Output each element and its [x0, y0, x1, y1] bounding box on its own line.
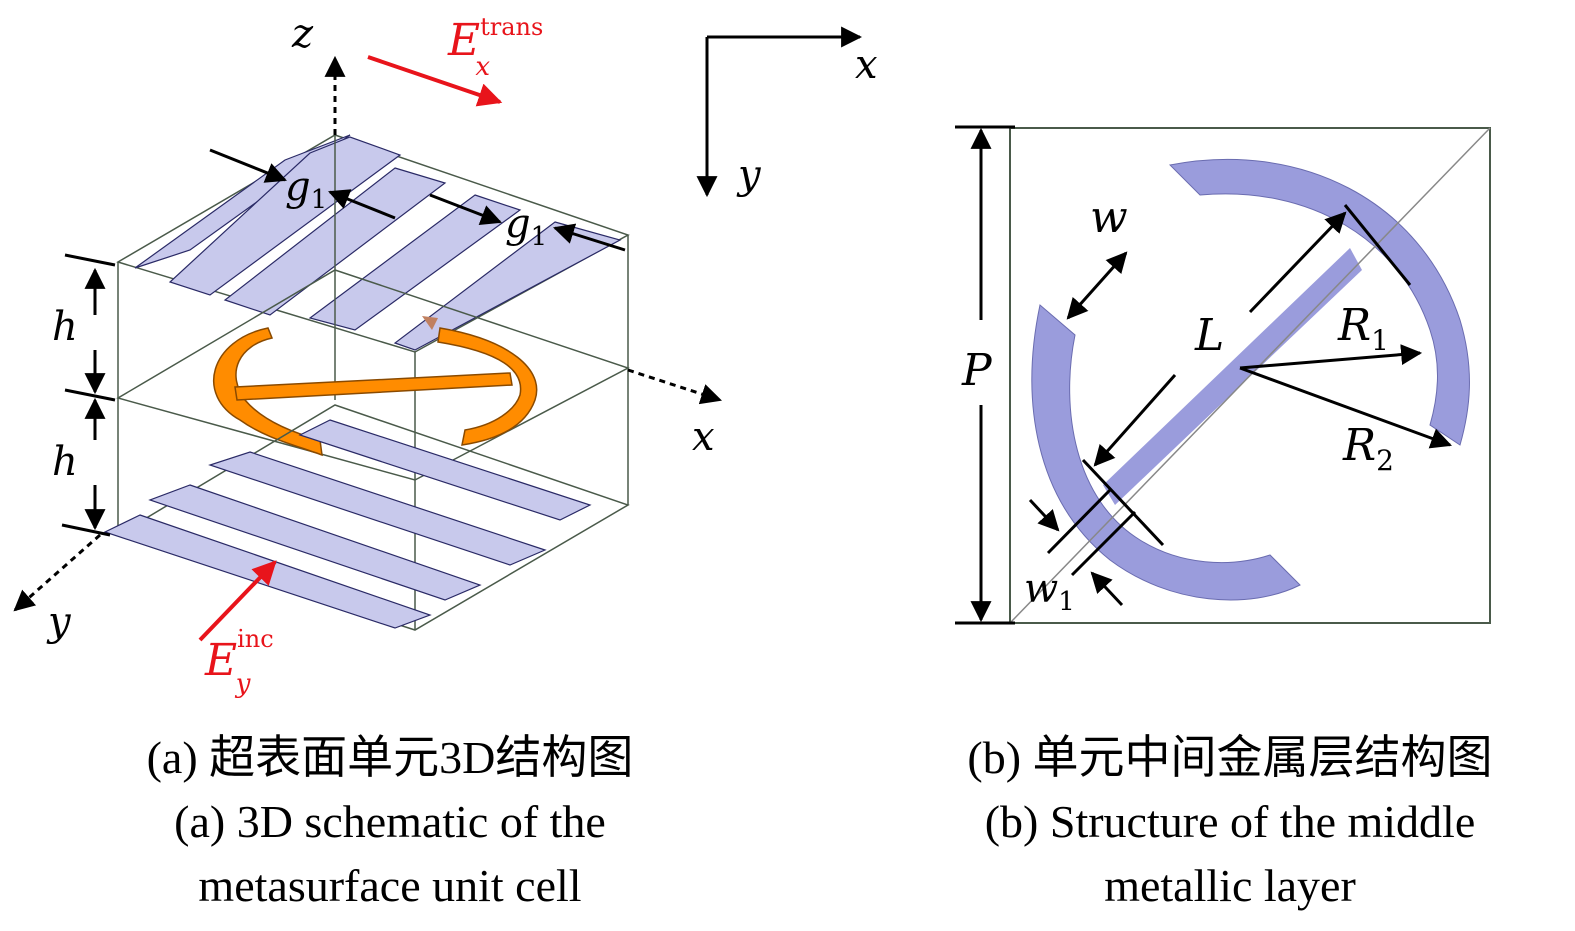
l-label: L [1194, 310, 1224, 361]
resonator-shadow [422, 316, 438, 330]
caption-b-zh: (b) 单元中间金属层结构图 [967, 732, 1493, 783]
transmitted-field-arrow [367, 55, 503, 107]
l-dimension [1081, 204, 1412, 547]
w1-dimension [1028, 488, 1137, 607]
caption-panel-a: (a) 超表面单元3D结构图 (a) 3D schematic of the m… [40, 726, 740, 918]
g1-dimensions [209, 148, 626, 252]
grating-strip [308, 194, 522, 331]
bottom-grating-layer [103, 404, 630, 631]
g1-label-right: g1 [505, 201, 547, 252]
diagonal-guide [1009, 127, 1491, 624]
h-dimensions [61, 253, 116, 537]
r2-label: R2 [1342, 420, 1394, 477]
ring-arc-upper [1168, 158, 1470, 446]
caption-b-en-line2: metallic layer [1104, 860, 1356, 911]
caption-a-en-line1: (a) 3D schematic of the [174, 796, 606, 847]
w-label: w [1090, 192, 1128, 243]
p-label: P [961, 345, 993, 396]
caption-a-en-line2: metasurface unit cell [198, 860, 582, 911]
r2-arrow [1239, 366, 1452, 449]
g1-label-left: g1 [285, 164, 327, 215]
x-axis-2d-label: x [855, 42, 878, 88]
top-grating-layer [116, 134, 630, 353]
diagonal-bar [1103, 248, 1362, 505]
x-axis [627, 368, 722, 405]
axes-3d: z x y [13, 11, 722, 645]
r1-label: R1 [1337, 300, 1389, 357]
grating-strip [393, 221, 622, 351]
p-dimension [955, 125, 1015, 625]
middle-resonator [212, 316, 538, 457]
w-dimension-arrow [1066, 251, 1128, 320]
ring-arc-lower [1031, 304, 1301, 601]
incident-field-arrow [198, 560, 277, 642]
caption-panel-b: (b) 单元中间金属层结构图 (b) Structure of the midd… [880, 726, 1575, 918]
z-axis-label: z [291, 11, 314, 57]
y-axis-2d-label: y [736, 152, 762, 198]
caption-b-en-line1: (b) Structure of the middle [984, 796, 1476, 847]
panel-b-middle-layer: P w L R1 R2 w1 [955, 125, 1491, 625]
grating-strip [208, 451, 547, 566]
r1-arrow [1239, 344, 1423, 370]
grating-strip [168, 136, 402, 296]
x-axis-label: x [692, 414, 715, 460]
h-label-top: h [52, 304, 78, 350]
grating-strip [148, 484, 482, 601]
y-axis-label: y [46, 599, 72, 645]
caption-a-zh: (a) 超表面单元3D结构图 [146, 732, 634, 783]
coordinate-axes-2d: x y [696, 26, 878, 198]
grating-strip [298, 419, 592, 521]
w1-label: w1 [1024, 566, 1075, 617]
h-label-bottom: h [52, 439, 78, 485]
y-axis [13, 533, 101, 612]
